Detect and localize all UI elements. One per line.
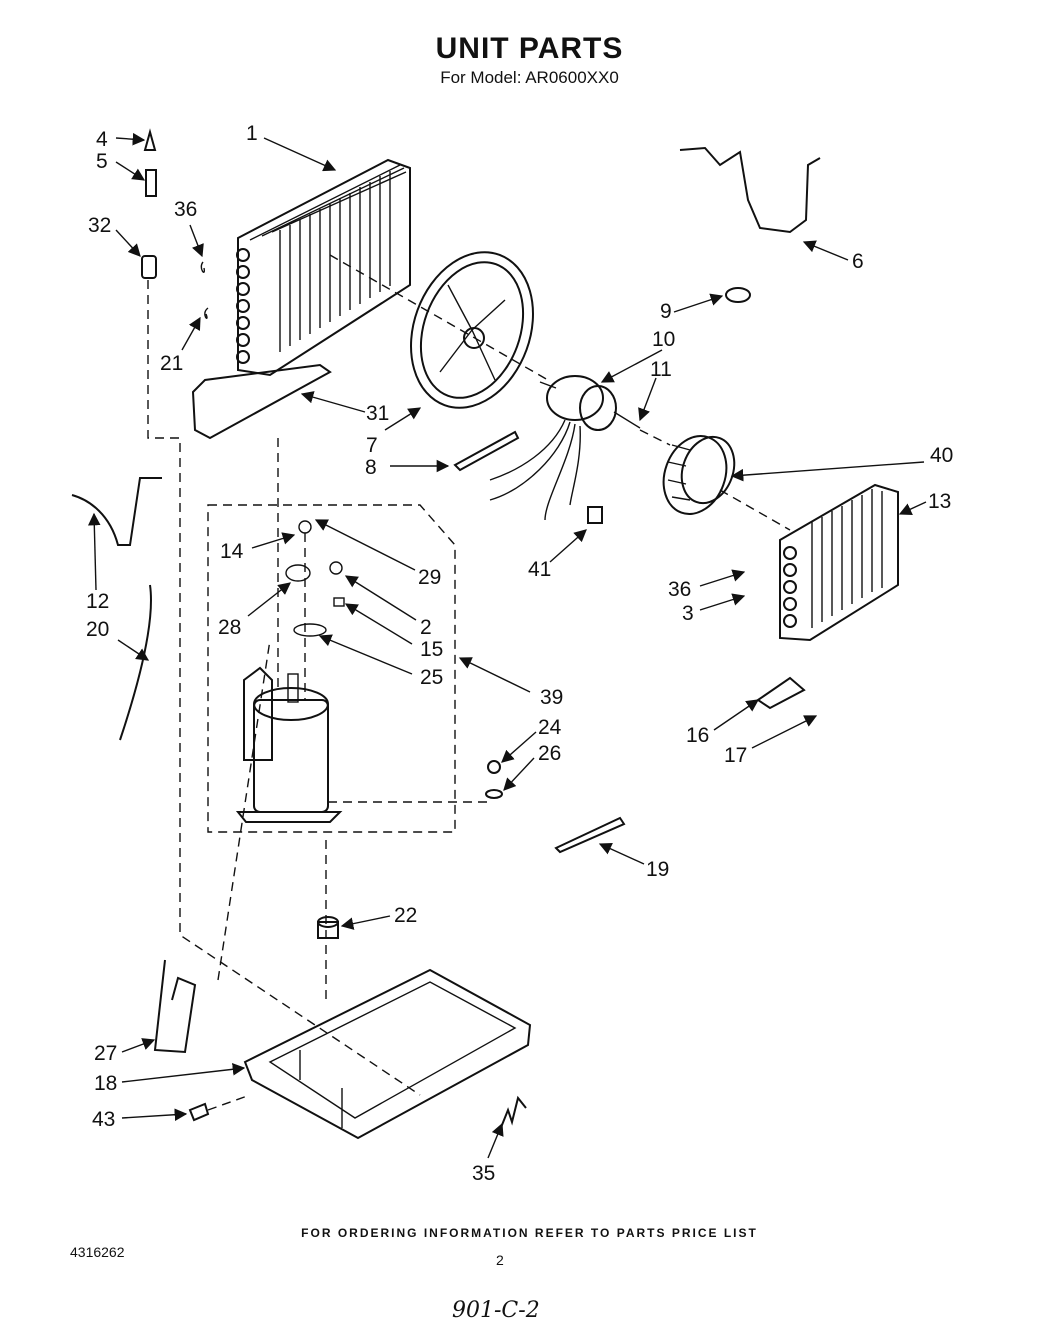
misc-small-parts [71, 128, 806, 1131]
condenser-fan-part [410, 251, 534, 409]
assembly-lines [147, 254, 791, 1111]
callout-8: 8 [365, 456, 377, 479]
callout-13: 13 [928, 490, 951, 513]
callout-7: 7 [366, 434, 378, 457]
callout-24: 24 [538, 716, 562, 739]
callout-36-top: 36 [174, 198, 197, 221]
callout-27: 27 [94, 1042, 117, 1065]
callout-labels: 1 2 3 4 5 6 7 8 9 10 11 12 13 14 15 16 1… [86, 122, 953, 1185]
callout-32: 32 [88, 214, 111, 237]
page-number: 2 [496, 1252, 504, 1268]
callout-25: 25 [420, 666, 443, 689]
callout-5: 5 [96, 150, 108, 173]
callout-26: 26 [538, 742, 561, 765]
callout-17: 17 [724, 744, 747, 767]
callout-19: 19 [646, 858, 669, 881]
callout-20: 20 [86, 618, 109, 641]
evaporator-coil-part [779, 483, 899, 642]
callout-12: 12 [86, 590, 109, 613]
callout-14: 14 [220, 540, 244, 563]
callout-35: 35 [472, 1162, 495, 1185]
callout-9: 9 [660, 300, 672, 323]
callout-29: 29 [418, 566, 441, 589]
condenser-coil-part [236, 158, 411, 377]
handwritten-note: 901-C-2 [452, 1298, 540, 1323]
callout-39: 39 [540, 686, 563, 709]
fan-motor-part [489, 375, 641, 521]
callout-15: 15 [420, 638, 443, 661]
callout-16: 16 [686, 724, 709, 747]
callout-43: 43 [92, 1108, 115, 1131]
blower-wheel-part [662, 435, 736, 515]
callout-22: 22 [394, 904, 417, 927]
callout-11: 11 [650, 358, 672, 381]
callout-10: 10 [652, 328, 675, 351]
document-number: 4316262 [70, 1244, 125, 1260]
ordering-note: FOR ORDERING INFORMATION REFER TO PARTS … [301, 1226, 758, 1240]
callout-18: 18 [94, 1072, 117, 1095]
leader-lines [88, 132, 927, 1159]
callout-6: 6 [852, 250, 864, 273]
callout-21: 21 [160, 352, 183, 375]
model-subtitle: For Model: AR0600XX0 [440, 68, 619, 87]
compressor-part [235, 520, 345, 823]
callout-3: 3 [682, 602, 694, 625]
callout-40: 40 [930, 444, 953, 467]
callout-28: 28 [218, 616, 241, 639]
callout-31: 31 [366, 402, 389, 425]
callout-4: 4 [96, 128, 108, 151]
heater-tube-part [679, 146, 821, 234]
callout-36-right: 36 [668, 578, 691, 601]
callout-41: 41 [528, 558, 551, 581]
base-pan-part [243, 968, 532, 1140]
callout-1: 1 [246, 122, 258, 145]
callout-2: 2 [420, 616, 432, 639]
diagram-title: UNIT PARTS [435, 32, 624, 65]
